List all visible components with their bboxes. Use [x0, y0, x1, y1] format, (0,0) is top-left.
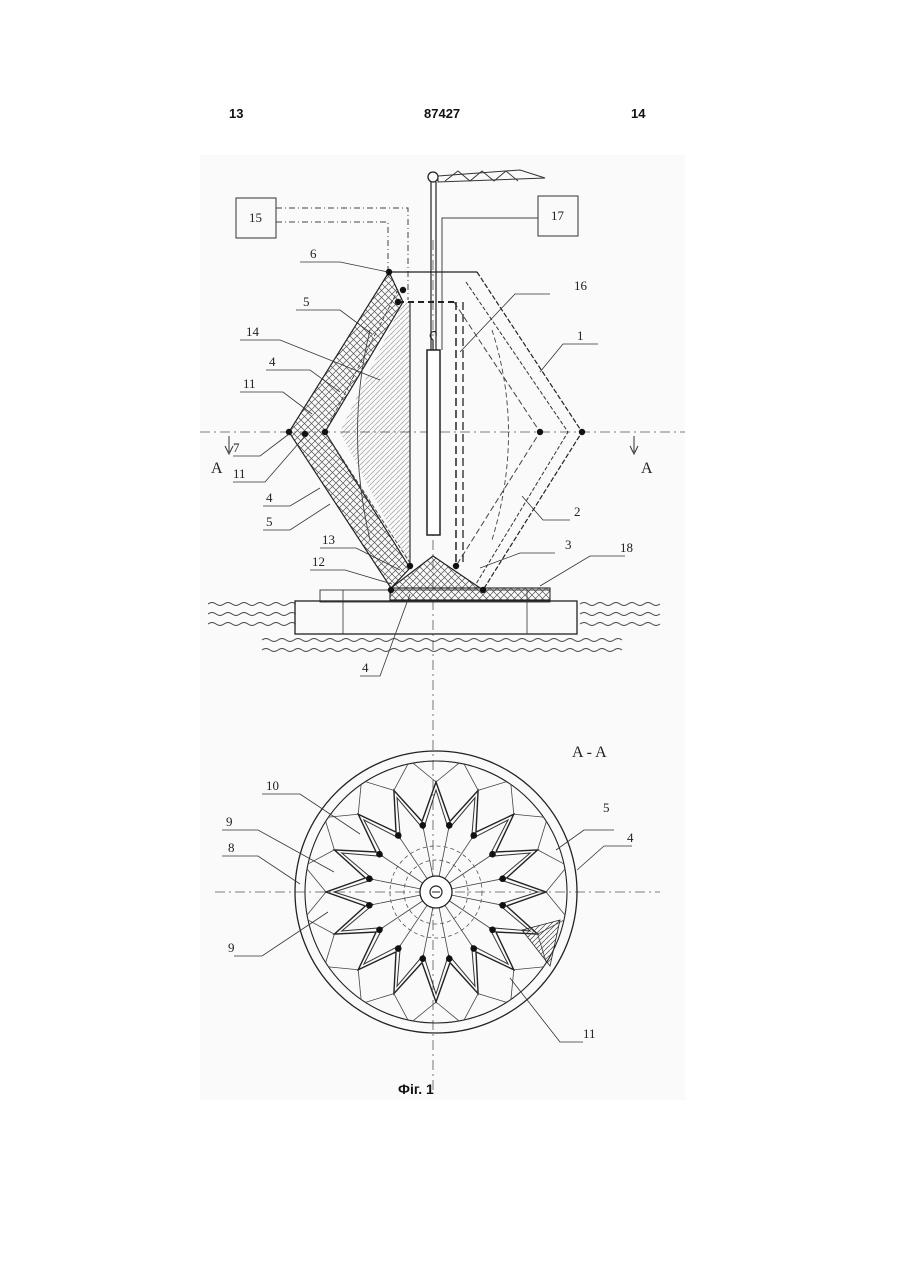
- callout-18: 18: [620, 540, 633, 555]
- callout-5: 5: [303, 294, 310, 309]
- callout-4c: 4: [362, 660, 369, 675]
- section-mark-right: A: [641, 460, 653, 477]
- joint-dot: [395, 945, 402, 952]
- callout-8: 8: [228, 840, 235, 855]
- callout-14: 14: [246, 324, 260, 339]
- callout-3: 3: [565, 537, 572, 552]
- callout-6: 6: [310, 246, 317, 261]
- joint-dot: [446, 822, 453, 829]
- callout-17: 17: [551, 208, 565, 223]
- joint-dot: [366, 875, 373, 882]
- callout-5c: 5: [603, 800, 610, 815]
- joint-dot: [376, 851, 383, 858]
- callout-15: 15: [249, 210, 262, 225]
- section-mark-left: A: [211, 460, 223, 477]
- joint-dot: [395, 832, 402, 839]
- joint-dot: [499, 875, 506, 882]
- callout-11b: 11: [233, 466, 246, 481]
- callout-4d: 4: [627, 830, 634, 845]
- callout-2: 2: [574, 504, 581, 519]
- joint-dot: [446, 955, 453, 962]
- callout-16: 16: [574, 278, 588, 293]
- callout-12: 12: [312, 554, 325, 569]
- callout-11: 11: [243, 376, 256, 391]
- callout-4b: 4: [266, 490, 273, 505]
- figure-caption: Фіг. 1: [398, 1081, 434, 1097]
- callout-11c: 11: [583, 1026, 596, 1041]
- callout-10: 10: [266, 778, 279, 793]
- callout-9: 9: [226, 814, 233, 829]
- callout-5b: 5: [266, 514, 273, 529]
- joint-dot: [470, 832, 477, 839]
- joint-dot: [470, 945, 477, 952]
- callout-13: 13: [322, 532, 335, 547]
- joint-dot: [489, 851, 496, 858]
- callout-1: 1: [577, 328, 584, 343]
- joint-dot: [366, 902, 373, 909]
- callout-4: 4: [269, 354, 276, 369]
- callout-7: 7: [233, 440, 240, 455]
- joint-dot: [376, 926, 383, 933]
- section-label: A - A: [572, 744, 607, 761]
- joint-dot: [499, 902, 506, 909]
- central-heater: [427, 350, 440, 535]
- joint-dot: [419, 955, 426, 962]
- callout-9b: 9: [228, 940, 235, 955]
- joint-dot: [489, 926, 496, 933]
- joint-dot: [419, 822, 426, 829]
